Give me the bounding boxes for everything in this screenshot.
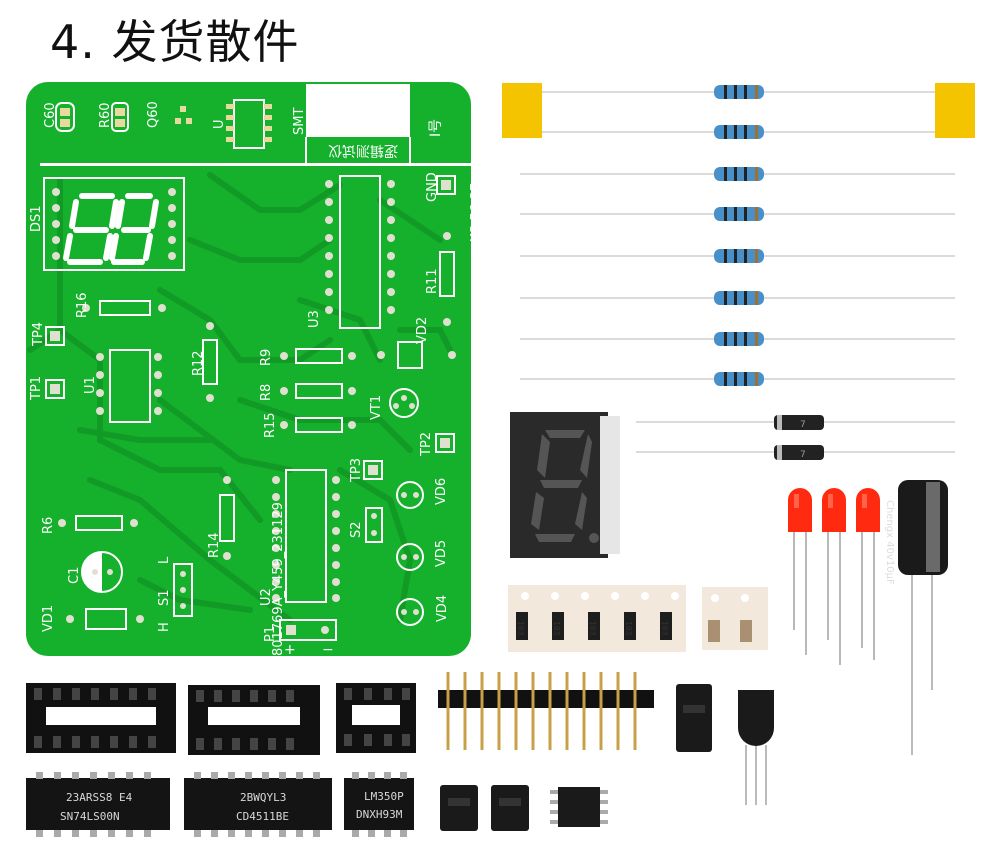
label-u: U bbox=[212, 119, 227, 129]
ic-sockets bbox=[26, 683, 416, 755]
label-u1: U1 bbox=[83, 376, 98, 394]
label-r15: R15 bbox=[263, 412, 278, 438]
label-ds1: DS1 bbox=[29, 205, 44, 232]
label-vt1: VT1 bbox=[369, 395, 384, 420]
chip2-line1: 2BWQYL3 bbox=[240, 791, 286, 804]
diode-mark-1: 7 bbox=[800, 420, 806, 430]
label-r60: R60 bbox=[98, 102, 113, 128]
page-title: 4. 发货散件 bbox=[50, 15, 300, 69]
transistor bbox=[738, 690, 774, 805]
smt-label: SMT bbox=[292, 108, 307, 135]
label-tp4: TP4 bbox=[31, 322, 46, 347]
label-vd2: VD2 bbox=[415, 317, 430, 344]
label-ks: KS-56-37 bbox=[469, 183, 484, 242]
smd-resistor-tape: 103 103 103 103 103 bbox=[508, 585, 768, 652]
label-c1: C1 bbox=[67, 567, 82, 584]
small-jumpers bbox=[440, 785, 529, 831]
label-r6: R6 bbox=[41, 517, 56, 534]
diode-mark-2: 7 bbox=[800, 450, 806, 460]
diodes: 7 7 bbox=[636, 415, 955, 460]
label-r12: R12 bbox=[191, 350, 206, 376]
label-c60: C60 bbox=[43, 102, 58, 128]
electrolytic-capacitor: Chengx 40v10μF bbox=[884, 480, 948, 755]
label-vd4: VD4 bbox=[435, 595, 450, 622]
label-tp2: TP2 bbox=[419, 432, 434, 457]
label-r11: R11 bbox=[425, 268, 440, 294]
label-tp1: TP1 bbox=[29, 376, 44, 401]
label-q60: Q60 bbox=[146, 101, 161, 128]
chip2-line2: CD4511BE bbox=[236, 810, 289, 823]
label-r14: R14 bbox=[207, 532, 222, 558]
label-l: L bbox=[157, 556, 172, 564]
smd-code-3: 103 bbox=[588, 621, 597, 636]
label-u2: U2 bbox=[259, 588, 274, 606]
soic-chip bbox=[550, 787, 608, 827]
chip1-line1: 23ARSS8 E4 bbox=[66, 791, 133, 804]
label-h: H bbox=[157, 622, 172, 632]
capacitor-text: Chengx 40v10μF bbox=[884, 500, 895, 585]
seven-segment-display bbox=[510, 412, 620, 558]
jumper-cap bbox=[676, 684, 712, 752]
label-minus: − bbox=[322, 642, 334, 658]
label-plus: + bbox=[284, 642, 296, 658]
dip-chips: 23ARSS8 E4 SN74LS00N 2BWQYL3 CD4511BE LM… bbox=[26, 772, 414, 837]
smd-code-4: 103 bbox=[624, 621, 633, 636]
chip3-line2: DNXH93M bbox=[356, 808, 403, 821]
label-u3: U3 bbox=[307, 310, 322, 328]
label-vd6: VD6 bbox=[434, 478, 449, 505]
label-p1: P1 bbox=[263, 626, 278, 642]
smd-code-2: 103 bbox=[552, 621, 561, 636]
chip1-line2: SN74LS00N bbox=[60, 810, 120, 823]
smd-code-1: 103 bbox=[516, 621, 525, 636]
label-r8: R8 bbox=[259, 384, 274, 401]
label-gnd: GND bbox=[425, 172, 440, 202]
board-serial: 801769A_Y459_231129 bbox=[271, 502, 286, 656]
chip3-line1: LM350P bbox=[364, 790, 404, 803]
pcb-board: 逻辑测试仪 I号 SMT C60 R60 Q60 U bbox=[26, 82, 484, 658]
resistor-strip bbox=[502, 83, 975, 386]
label-r9: R9 bbox=[259, 349, 274, 366]
label-vd5: VD5 bbox=[434, 540, 449, 567]
smd-code-5: 103 bbox=[660, 621, 669, 636]
logic-tester-label: 逻辑测试仪 bbox=[328, 142, 398, 158]
i-label: I号 bbox=[428, 119, 444, 137]
label-s1: S1 bbox=[157, 589, 172, 606]
label-r16: R16 bbox=[75, 292, 90, 318]
label-tp3: TP3 bbox=[349, 458, 364, 483]
pin-header bbox=[438, 672, 654, 750]
label-vd1: VD1 bbox=[41, 605, 56, 632]
label-s2: S2 bbox=[349, 521, 364, 538]
red-leds bbox=[788, 488, 880, 665]
